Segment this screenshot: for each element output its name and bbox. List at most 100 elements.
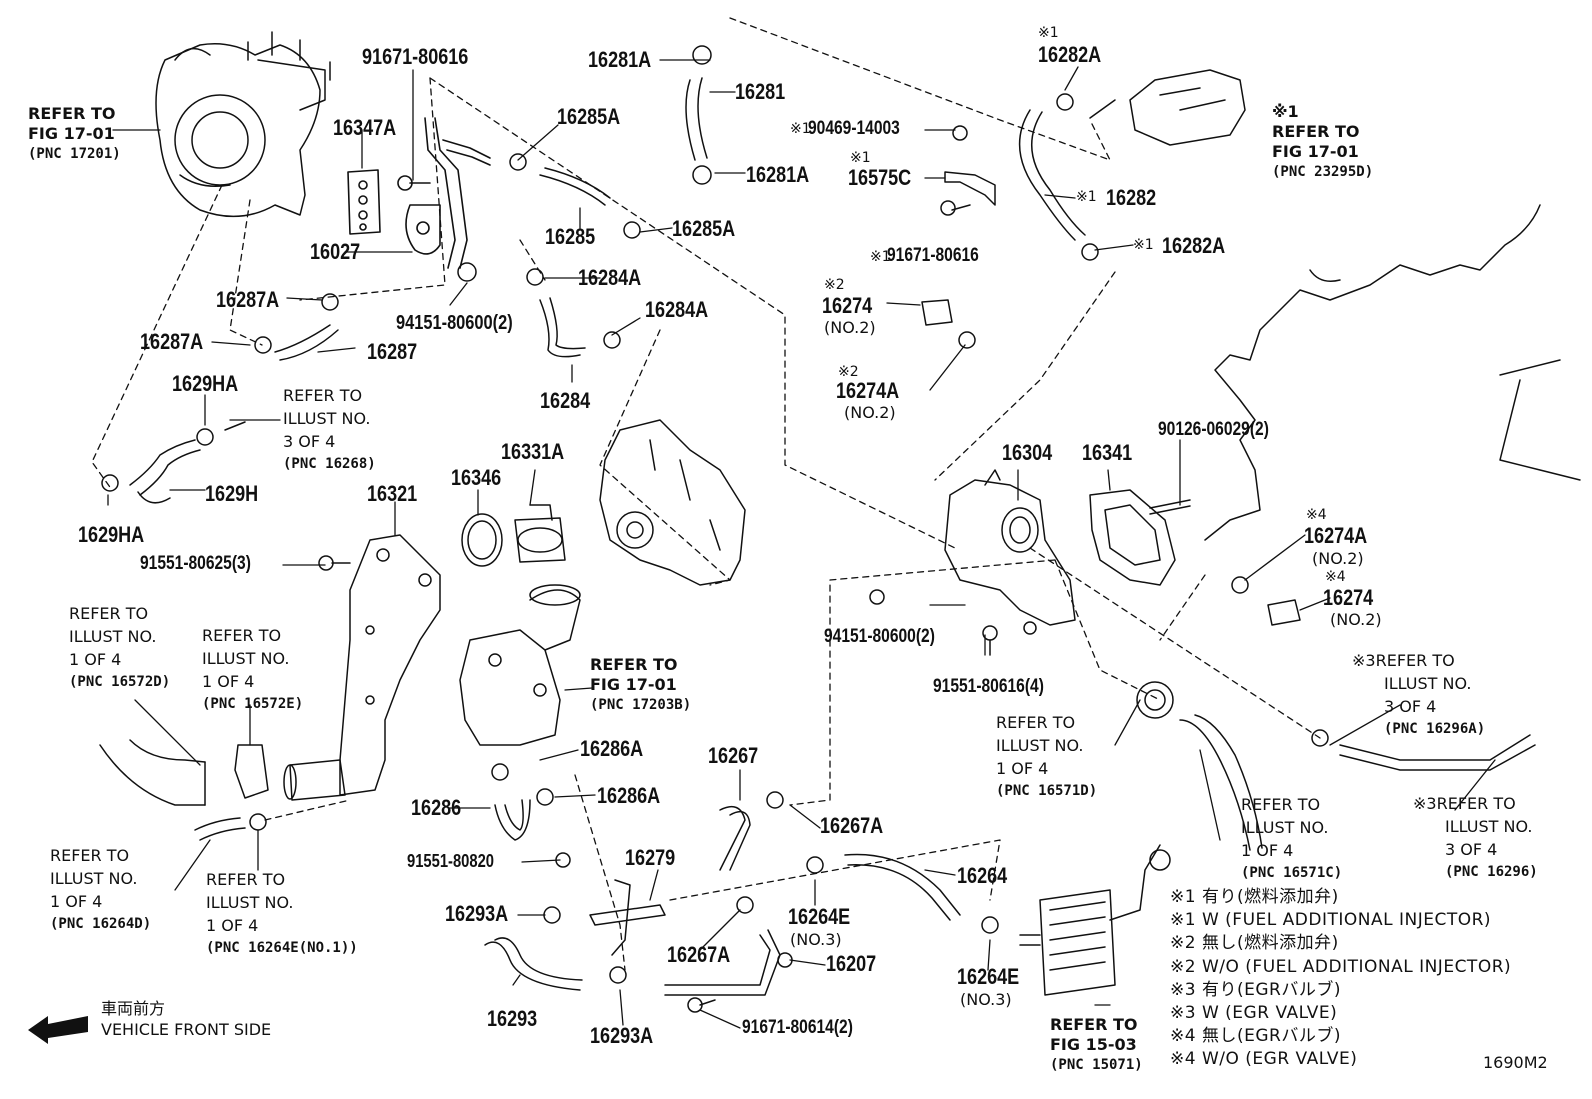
refer-line: REFER TO — [283, 386, 363, 405]
refer-line: ILLUST NO. — [206, 893, 294, 912]
part-label: 16304 — [1002, 440, 1053, 465]
part-label: 16287A — [216, 287, 280, 312]
thermostat-drawing — [461, 504, 566, 567]
refer-mark: ※1 — [1272, 102, 1299, 121]
gasket-16341-drawing — [1089, 489, 1191, 586]
part-label: 90126-06029(2) — [1158, 419, 1269, 440]
part-label: 1629HA — [172, 371, 239, 396]
vehicle-front-en: VEHICLE FRONT SIDE — [101, 1020, 272, 1039]
condition-mark: ※2 — [824, 277, 845, 293]
refer-line: (PNC 15071) — [1050, 1057, 1143, 1073]
part-label: 16281A — [588, 47, 652, 72]
leader-lines — [107, 59, 1496, 1029]
refer-mark: ※3 — [1352, 651, 1376, 670]
refer-line: (PNC 17203B) — [590, 697, 692, 713]
part-label: 16321 — [367, 481, 418, 506]
part-sub-label: (NO.2) — [844, 403, 896, 422]
part-label: 16207 — [826, 951, 877, 976]
part-label: 91551-80820 — [407, 851, 495, 871]
part-label: 94151-80600(2) — [396, 312, 513, 334]
part-label: 91671-80616 — [887, 245, 979, 266]
part-label: 16287A — [140, 329, 204, 354]
refer-line: REFER TO — [1436, 794, 1516, 813]
refer-illust-16264E: REFER TO ILLUST NO. 1 OF 4 (PNC 16264E(N… — [206, 868, 358, 960]
hoses-left-drawing — [101, 421, 246, 504]
part-label: 16279 — [625, 845, 676, 870]
refer-fig-17203B: REFER TO FIG 17-01 (PNC 17203B) — [590, 655, 691, 715]
condition-notes: ※1 有り(燃料添加弁) ※1 W (FUEL ADDITIONAL INJEC… — [1170, 886, 1511, 1072]
refer-line: (PNC 16572E) — [202, 696, 304, 712]
refer-line: (PNC 16296) — [1445, 864, 1538, 880]
refer-line: 1 OF 4 — [206, 916, 259, 935]
refer-line: REFER TO — [69, 604, 149, 623]
refer-fig-17201: REFER TO FIG 17-01 (PNC 17201) — [28, 104, 121, 164]
turbocharger-drawing — [155, 31, 331, 218]
refer-line: REFER TO — [1241, 795, 1321, 814]
refer-line: (PNC 16571C) — [1241, 865, 1343, 881]
refer-line: (PNC 17201) — [28, 146, 121, 162]
condition-mark: ※4 — [1325, 569, 1346, 585]
refer-line: (PNC 16571D) — [996, 783, 1098, 799]
refer-illust-16571C: REFER TO ILLUST NO. 1 OF 4 (PNC 16571C) — [1241, 793, 1342, 885]
condition-mark: ※1 — [1038, 25, 1059, 41]
part-label: 16346 — [451, 465, 502, 490]
refer-illust-16264D: REFER TO ILLUST NO. 1 OF 4 (PNC 16264D) — [50, 844, 151, 936]
refer-line: (PNC 16264E(NO.1)) — [206, 940, 358, 956]
part-label: 16293A — [445, 901, 509, 926]
water-outlet-16304-drawing — [869, 469, 1076, 656]
refer-line: 1 OF 4 — [1241, 841, 1294, 860]
refer-line: (PNC 16268) — [283, 456, 376, 472]
part-label: 16347A — [333, 115, 397, 140]
refer-fig-15071: REFER TO FIG 15-03 (PNC 15071) — [1050, 1015, 1143, 1075]
part-label: 16285 — [545, 224, 596, 249]
refer-line: 1 OF 4 — [69, 650, 122, 669]
part-label: 16267A — [820, 813, 884, 838]
vehicle-front-jp: 車両前方 — [101, 999, 166, 1018]
condition-mark: ※1 — [870, 249, 891, 265]
part-sub-label: (NO.3) — [790, 930, 842, 949]
refer-illust-16572D: REFER TO ILLUST NO. 1 OF 4 (PNC 16572D) — [69, 602, 170, 694]
refer-line: (PNC 16572D) — [69, 674, 171, 690]
refer-line: REFER TO — [50, 846, 130, 865]
part-label: 16281A — [746, 162, 810, 187]
part-label: 16285A — [557, 104, 621, 129]
note-line: ※3 W (EGR VALVE) — [1170, 1003, 1338, 1024]
part-label: 16282A — [1162, 233, 1226, 258]
refer-illust-16571D: REFER TO ILLUST NO. 1 OF 4 (PNC 16571D) — [996, 711, 1097, 803]
refer-line: FIG 15-03 — [1050, 1035, 1137, 1054]
condition-mark: ※1 — [1076, 189, 1097, 205]
refer-line: ILLUST NO. — [1241, 818, 1329, 837]
refer-line: FIG 17-01 — [1272, 142, 1359, 161]
note-line: ※4 無し(EGRバルブ) — [1170, 1026, 1341, 1047]
water-pump-drawing — [599, 419, 746, 586]
part-label: 16285A — [672, 216, 736, 241]
oil-cooler-drawing — [1019, 844, 1171, 996]
refer-line: FIG 17-01 — [590, 675, 677, 694]
condition-mark: ※1 — [1133, 237, 1154, 253]
refer-line: REFER TO — [1272, 122, 1360, 141]
part-label: 16287 — [367, 339, 418, 364]
part-label: 16286 — [411, 795, 462, 820]
hoses-right-drawing — [1136, 576, 1536, 851]
gasket-16347A-drawing — [347, 169, 381, 235]
part-label: 16284A — [645, 297, 709, 322]
part-label: 16267 — [708, 743, 759, 768]
refer-line: (PNC 16296A) — [1384, 721, 1486, 737]
part-label: 16274 — [822, 293, 873, 318]
refer-line: 3 OF 4 — [283, 432, 336, 451]
refer-line: REFER TO — [590, 655, 678, 674]
note-line: ※4 W/O (EGR VALVE) — [1170, 1049, 1358, 1070]
refer-line: 3 OF 4 — [1445, 840, 1498, 859]
pipe-16027-drawing — [397, 117, 491, 269]
hoses-upper-right-drawing — [921, 69, 1246, 349]
condition-mark: ※4 — [1306, 507, 1327, 523]
condition-mark: ※1 — [790, 121, 811, 137]
refer-line: (PNC 16264D) — [50, 916, 152, 932]
part-label: 16281 — [735, 79, 786, 104]
refer-line: 1 OF 4 — [996, 759, 1049, 778]
refer-line: ILLUST NO. — [996, 736, 1084, 755]
part-label: 16286A — [597, 783, 661, 808]
refer-line: ILLUST NO. — [1384, 674, 1472, 693]
